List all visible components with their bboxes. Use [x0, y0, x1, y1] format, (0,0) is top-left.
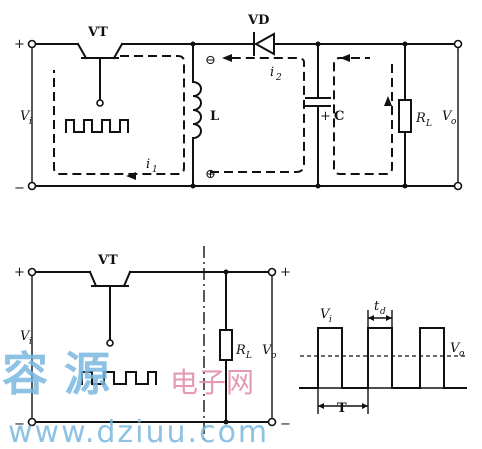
b-gate-pulse-icon: [81, 371, 157, 385]
b-vout-minus-terminal: [267, 417, 277, 427]
b-vt-label: VT: [97, 253, 118, 268]
rl-label-sub: L: [425, 119, 432, 129]
capacitor-label: C: [334, 109, 344, 124]
waveform-vi-label: V: [320, 307, 331, 322]
diode-vd-icon: [253, 32, 275, 56]
vt-label: VT: [87, 25, 108, 40]
vin-plus-sign: +: [14, 37, 25, 52]
inductor-label: L: [210, 109, 219, 124]
i1-label-sub: 1: [152, 165, 158, 175]
vout-minus-terminal: [453, 181, 463, 191]
b-vin-plus-sign: +: [14, 265, 25, 280]
bottom-circuit: + − + − VT R L V i V o: [14, 246, 291, 440]
inductor-plus-marker: ⊕: [205, 167, 216, 182]
b-vout-label: V: [262, 343, 273, 358]
b-vin-label: V: [20, 329, 31, 344]
b-resistor-rl-icon: [219, 271, 233, 423]
watermark-brand-suffix: 电子网: [170, 366, 254, 399]
waveform-vi-label-sub: i: [329, 315, 332, 325]
b-vin-minus-terminal: [27, 417, 37, 427]
transistor-vt-icon: [76, 42, 124, 107]
b-vout-plus-sign: +: [280, 265, 291, 280]
vin-label-sub: i: [29, 117, 32, 127]
waveform-td-label-sub: d: [380, 307, 386, 317]
resistor-rl-icon: [398, 43, 412, 187]
vin-minus-terminal: [27, 181, 37, 191]
capacitor-c-icon: [305, 43, 331, 187]
vd-label: VD: [247, 13, 269, 28]
b-vout-minus-sign: −: [280, 417, 291, 432]
gate-pulse-icon: [65, 119, 129, 133]
i1-arrow-icon: [126, 172, 136, 180]
watermark-brand: 容 源: [2, 347, 110, 401]
b-vin-minus-sign: −: [14, 417, 25, 432]
waveform-period-label: T: [337, 401, 347, 416]
vout-plus-terminal: [453, 39, 463, 49]
vin-label: V: [20, 109, 31, 124]
watermark-url: www.dziuu.com: [8, 415, 269, 449]
vout-label-sub: o: [451, 117, 457, 127]
waveform-vo-label: V: [450, 341, 461, 356]
inductor-l-icon: [191, 43, 202, 187]
b-rl-label: R: [235, 343, 246, 358]
i2-label-sub: 2: [275, 73, 282, 83]
waveform-pulses: [299, 327, 467, 389]
b-vout-label-sub: o: [271, 351, 277, 361]
waveform-td-label: t: [374, 299, 380, 314]
waveform-vo-label-sub: o: [459, 349, 465, 359]
i2-label: i: [270, 65, 274, 80]
vout-label: V: [442, 109, 453, 124]
b-transistor-vt-icon: [88, 270, 132, 347]
vin-plus-terminal: [27, 39, 37, 49]
b-rl-label-sub: L: [245, 351, 252, 361]
i2-arrow-icon: [222, 54, 232, 62]
watermark: 容 源 电子网 www.dziuu.com: [2, 347, 269, 449]
cap-plus-sign: +: [320, 109, 331, 124]
inductor-minus-marker: ⊖: [205, 53, 216, 68]
discharge-arrow-up-icon: [384, 96, 392, 106]
b-vin-label-sub: i: [29, 337, 32, 347]
b-vin-plus-terminal: [27, 267, 37, 277]
current-loop-i2: [210, 57, 305, 173]
top-circuit: + − VT L VD: [14, 13, 463, 196]
i1-label: i: [146, 157, 150, 172]
waveform-panel: V i t d V o T: [299, 299, 467, 416]
rl-label: R: [415, 111, 426, 126]
current-loop-i1: [53, 55, 185, 175]
vin-minus-sign: −: [14, 181, 25, 196]
b-vout-plus-terminal: [267, 267, 277, 277]
discharge-arrow-left-icon: [340, 54, 350, 62]
